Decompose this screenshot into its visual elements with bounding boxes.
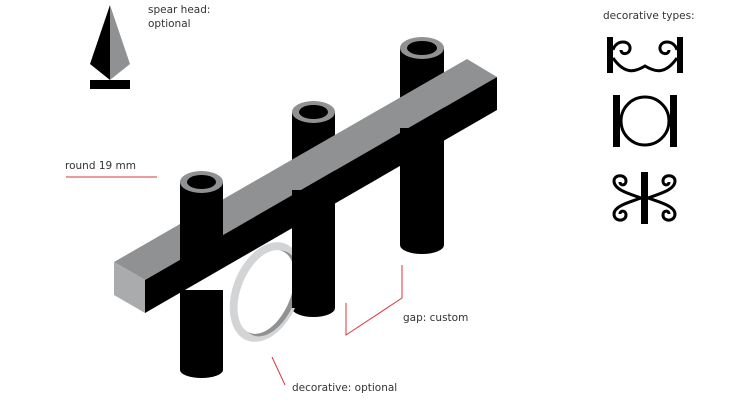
post-right-lower	[400, 128, 444, 245]
round-size-label: round 19 mm	[65, 160, 136, 172]
spear-head-label: spear head:	[148, 4, 211, 16]
decorative-type-double-scroll-icon	[612, 172, 677, 224]
post-middle-lower	[292, 190, 335, 308]
decorative-type-scroll-icon	[607, 37, 683, 73]
decorative-types-label: decorative types:	[603, 10, 695, 22]
spear-head-optional-label: optional	[148, 18, 191, 30]
decorative-leader-line	[271, 356, 286, 386]
decorative-type-ring-icon	[613, 95, 677, 147]
decorative-ring	[229, 242, 303, 342]
post-left	[180, 171, 223, 378]
gap-label: gap: custom	[403, 312, 469, 324]
gap-dimension-line	[345, 265, 403, 336]
spear-head-icon	[90, 5, 130, 89]
decorative-optional-label: decorative: optional	[292, 382, 398, 394]
